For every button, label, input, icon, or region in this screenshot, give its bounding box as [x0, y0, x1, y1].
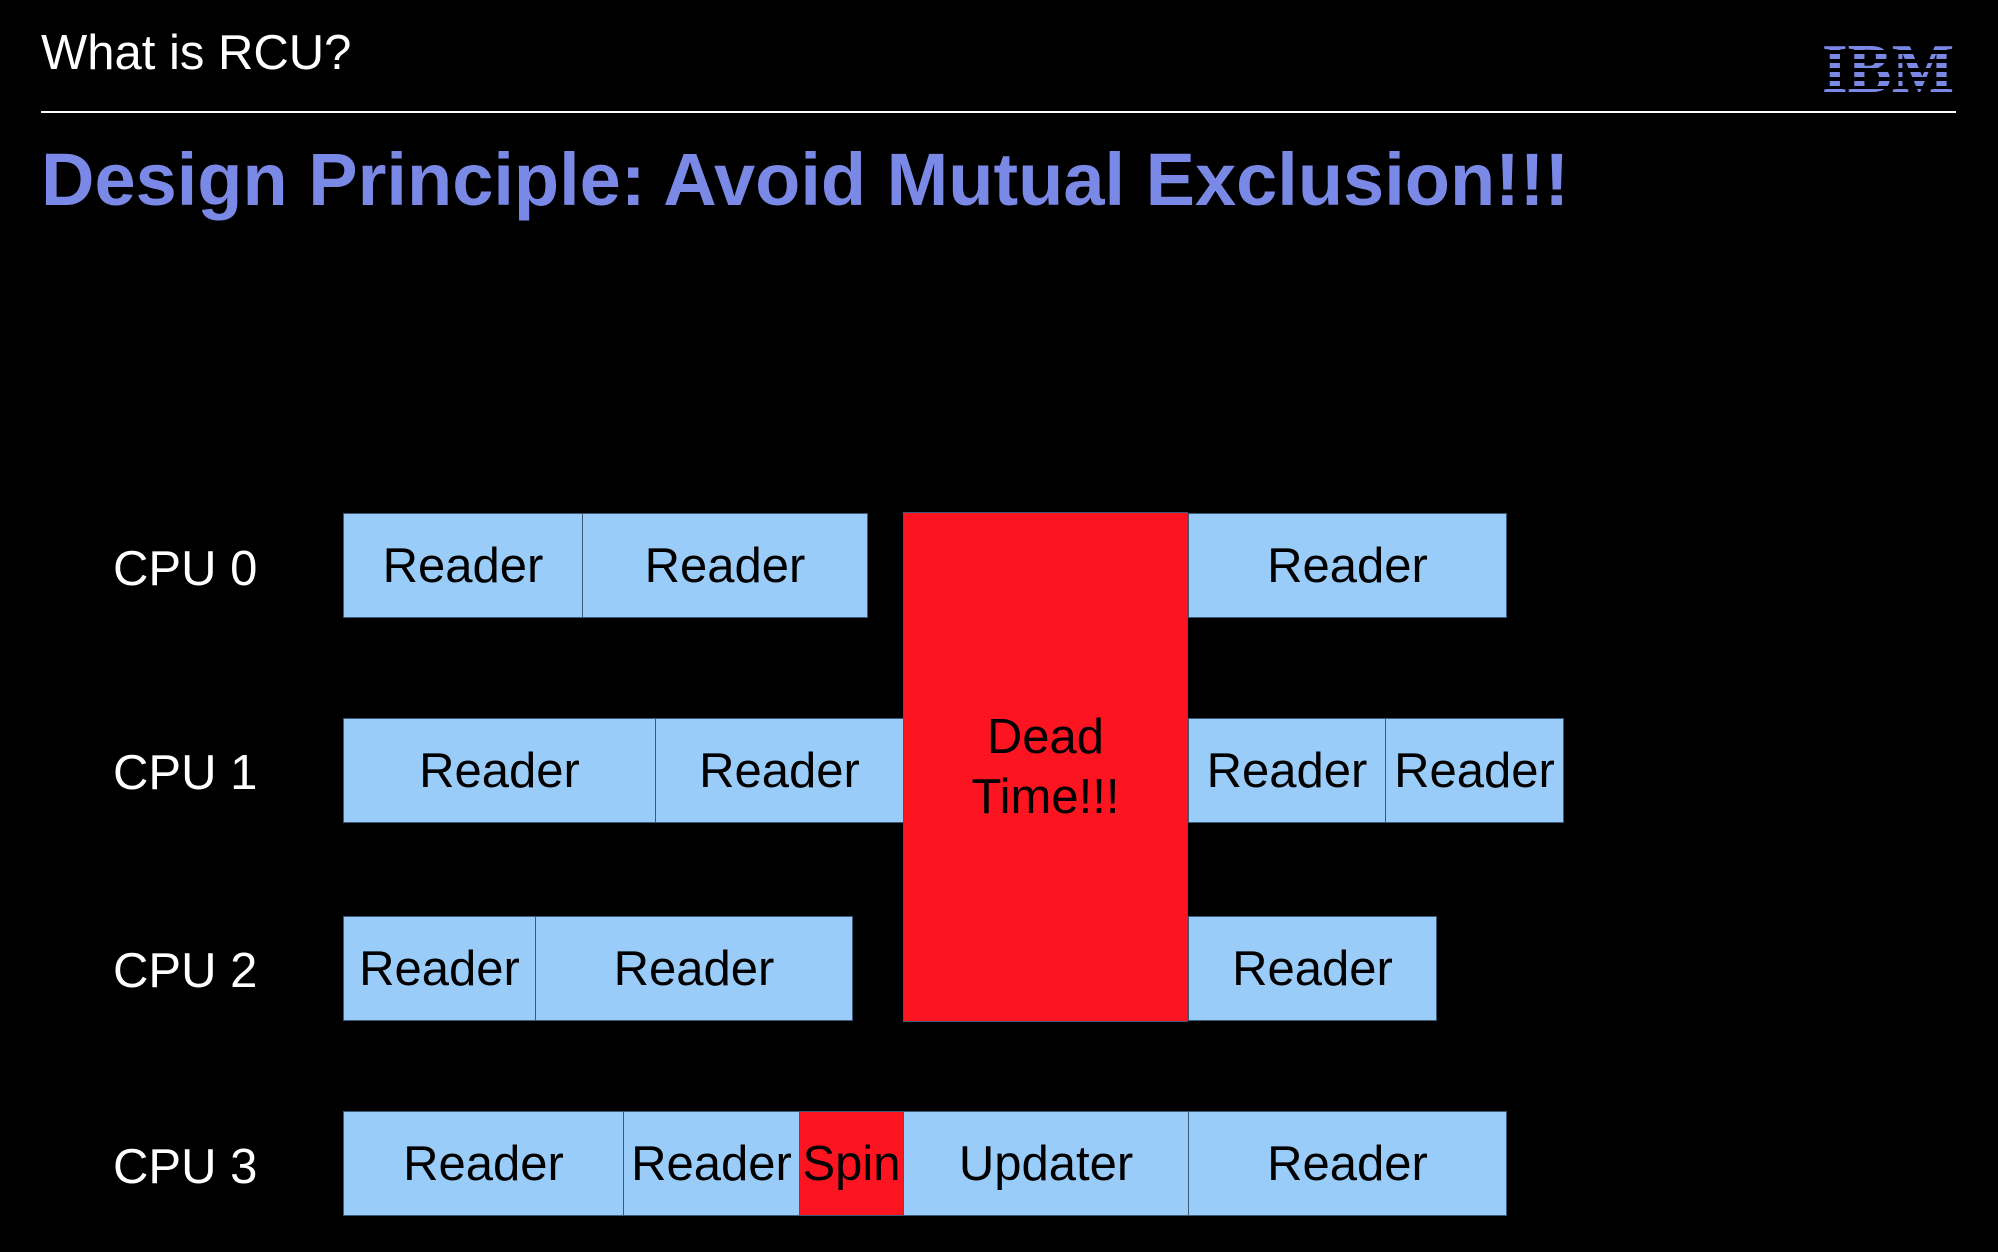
cpu0-reader-block: Reader — [1188, 513, 1507, 618]
header-rule — [41, 111, 1956, 113]
dead-time-line-1: Dead — [986, 710, 1105, 764]
cpu3-reader-block: Reader — [343, 1111, 624, 1216]
cpu3-reader-block: Reader — [1188, 1111, 1507, 1216]
ibm-logo: IBM — [1822, 36, 1954, 94]
slide-title: Design Principle: Avoid Mutual Exclusion… — [41, 138, 1570, 221]
cpu1-reader-block: Reader — [1188, 718, 1386, 823]
cpu-label-0: CPU 0 — [113, 542, 258, 596]
cpu3-reader-block: Reader — [623, 1111, 800, 1216]
cpu-label-1: CPU 1 — [113, 746, 258, 800]
header-title: What is RCU? — [41, 26, 352, 80]
cpu3-updater-block: Updater — [903, 1111, 1189, 1216]
svg-text:IBM: IBM — [1822, 36, 1954, 94]
cpu1-reader-block: Reader — [655, 718, 904, 823]
dead-time-line-2: Time!!! — [971, 770, 1120, 824]
cpu1-reader-block: Reader — [1385, 718, 1564, 823]
cpu2-reader-block: Reader — [343, 916, 536, 1021]
cpu-label-3: CPU 3 — [113, 1140, 258, 1194]
dead-time-block: Dead Time!!! — [903, 512, 1188, 1022]
cpu0-reader-block: Reader — [582, 513, 868, 618]
cpu2-reader-block: Reader — [535, 916, 853, 1021]
cpu2-reader-block: Reader — [1188, 916, 1437, 1021]
cpu-label-2: CPU 2 — [113, 944, 258, 998]
cpu3-spin-block: Spin — [799, 1111, 904, 1216]
cpu0-reader-block: Reader — [343, 513, 583, 618]
cpu1-reader-block: Reader — [343, 718, 656, 823]
